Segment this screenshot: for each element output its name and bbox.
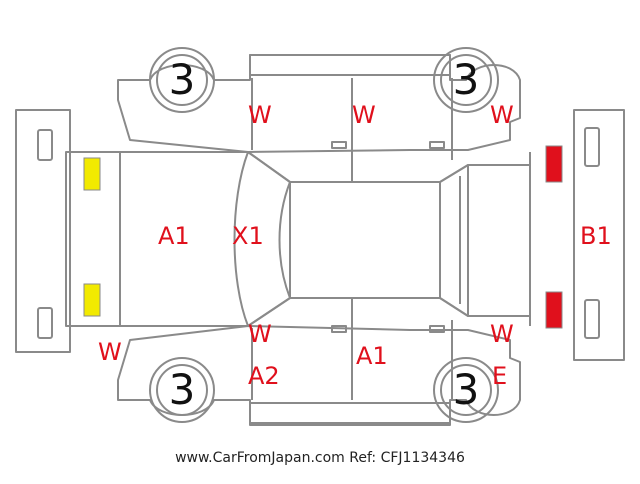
damage-code-top-rear-door: W xyxy=(352,101,376,129)
damage-code-hood: A1 xyxy=(158,222,190,250)
right-rear-door-handle xyxy=(429,325,445,333)
right-taillight xyxy=(545,291,563,329)
right-front-door-handle xyxy=(331,325,347,333)
damage-code-bottom-front-door-w: W xyxy=(248,320,272,348)
damage-code-tailgate: B1 xyxy=(580,222,612,250)
damage-code-bottom-rear-fender-e: E xyxy=(492,362,508,390)
left-taillight xyxy=(545,145,563,183)
wheel-rating-front-right: 3 xyxy=(168,365,196,414)
damage-code-bottom-rear-fender-w: W xyxy=(490,320,514,348)
right-front-wheel xyxy=(149,357,215,423)
left-front-wheel xyxy=(149,47,215,113)
left-roof-rail xyxy=(249,54,451,76)
front-bumper-right-fog xyxy=(37,307,53,339)
front-bumper-left-fog xyxy=(37,129,53,161)
wheel-rating-rear-left: 3 xyxy=(452,55,480,104)
wheel-rating-rear-right: 3 xyxy=(452,365,480,414)
front-bumper xyxy=(15,109,71,353)
wheel-rating-front-left: 3 xyxy=(168,55,196,104)
damage-code-front-bumper: W xyxy=(98,338,122,366)
rear-bumper-left-tab xyxy=(584,127,600,167)
left-rear-wheel xyxy=(433,47,499,113)
damage-code-top-rear-fender: W xyxy=(490,101,514,129)
damage-code-bottom-front-door-a: A2 xyxy=(248,362,280,390)
right-headlight xyxy=(83,283,101,317)
roof xyxy=(289,181,441,299)
left-front-door-handle xyxy=(331,141,347,149)
left-headlight xyxy=(83,157,101,191)
damage-code-bottom-rear-door: A1 xyxy=(356,342,388,370)
right-roof-rail xyxy=(249,402,451,424)
left-side-outline xyxy=(117,54,521,153)
damage-code-windshield: X1 xyxy=(232,222,264,250)
rear-bumper-right-tab xyxy=(584,299,600,339)
reference-footer: www.CarFromJapan.com Ref: CFJ1134346 xyxy=(175,450,465,466)
rear-bumper xyxy=(573,109,625,361)
left-rear-door-handle xyxy=(429,141,445,149)
damage-code-top-front-door: W xyxy=(248,101,272,129)
right-rear-wheel xyxy=(433,357,499,423)
rear-window xyxy=(439,164,469,317)
